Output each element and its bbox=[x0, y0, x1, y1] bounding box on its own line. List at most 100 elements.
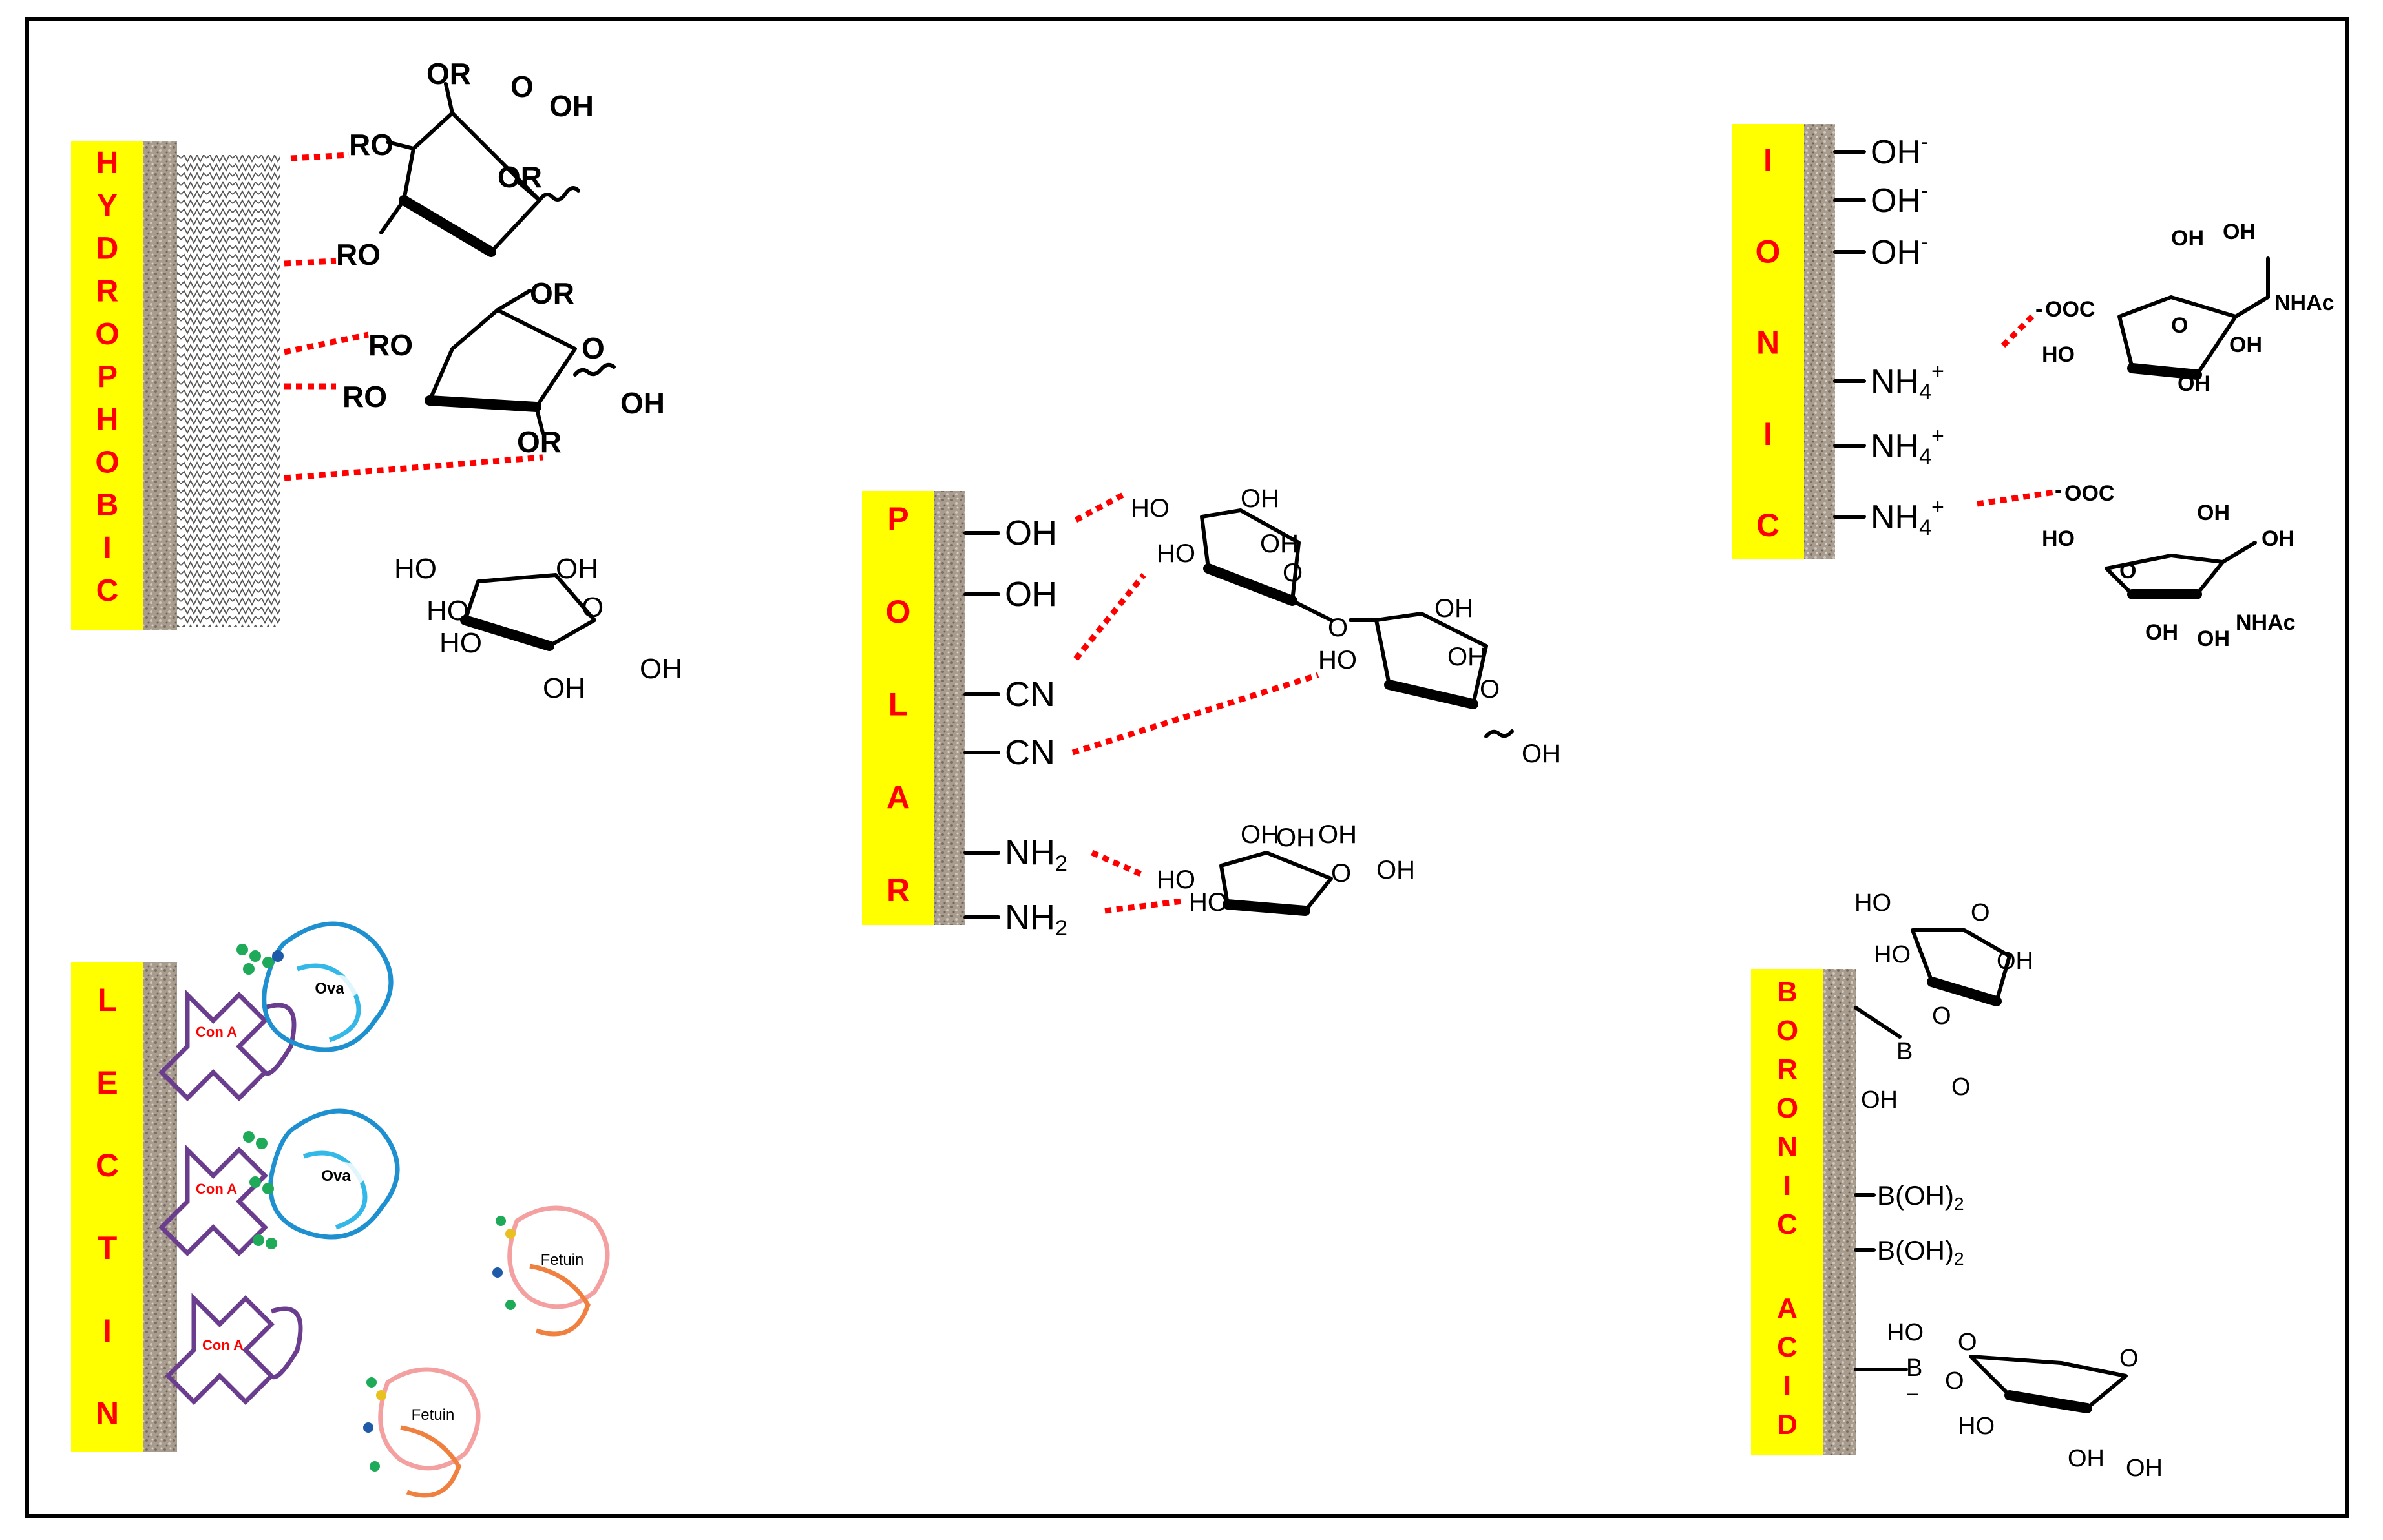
polar-letter: R bbox=[887, 872, 910, 908]
boronic-label-bar bbox=[1751, 969, 1823, 1455]
subscript-4: 4 bbox=[1919, 444, 1931, 469]
boronic-letter: O bbox=[1776, 1092, 1798, 1124]
label-oh: OH bbox=[1241, 820, 1279, 849]
lectin-letter: N bbox=[96, 1395, 119, 1431]
label-minus: − bbox=[1906, 1382, 1919, 1407]
label-oh: OH bbox=[2197, 627, 2230, 651]
polar-group: OH bbox=[1005, 575, 1057, 614]
label-oh: OH bbox=[620, 386, 665, 420]
hydrophobic-letter: R bbox=[96, 275, 119, 309]
boronic-acid-group: B(OH)2 bbox=[1877, 1235, 1964, 1269]
boronate-ester-bottom: HO B − O O O HO OH OH bbox=[1854, 1319, 2163, 1482]
ova-2: Ova bbox=[243, 1108, 400, 1249]
boronic-surface bbox=[1823, 969, 1856, 1455]
polar-letter: P bbox=[887, 501, 908, 537]
label-oh: OH bbox=[2197, 501, 2230, 525]
polar-group: NH2 bbox=[1005, 833, 1067, 876]
ionic-group: OH- bbox=[1871, 230, 1928, 271]
polar-group: CN bbox=[1005, 733, 1055, 772]
monosaccharide: OH OH OH HO O OH HO bbox=[1157, 820, 1415, 917]
polar-interaction-1 bbox=[1074, 492, 1126, 523]
hydrophobic-letter: I bbox=[103, 531, 111, 565]
ionic-group: NH4+ bbox=[1871, 424, 1944, 469]
hydrophobic-letter: P bbox=[97, 360, 118, 394]
sialic-acid-2: - OOC HO O OH OH NHAc OH OH bbox=[2042, 478, 2296, 651]
hydrophobic-letter: H bbox=[96, 146, 119, 180]
ionic-letter: N bbox=[1756, 325, 1779, 361]
ionic-letter: C bbox=[1756, 507, 1779, 543]
label-ring-o: O bbox=[582, 331, 605, 365]
label-oh: OH bbox=[1434, 594, 1473, 623]
label-ring-o: O bbox=[2119, 559, 2136, 583]
hydrophobic-interaction-3 bbox=[284, 331, 369, 355]
label-oh: OH bbox=[1376, 856, 1415, 884]
superscript-plus: + bbox=[1931, 359, 1944, 384]
label-oh: OH bbox=[556, 553, 598, 585]
hydrophobic-surface bbox=[143, 141, 177, 630]
hydrophobic-interaction-5 bbox=[284, 454, 543, 481]
label-oh: OH bbox=[1241, 484, 1279, 513]
ionic-group: NH4+ bbox=[1871, 359, 1944, 404]
label-ho: HO bbox=[426, 595, 469, 627]
disaccharide: HO OH HO OH O O OH HO OH O OH bbox=[1131, 484, 1560, 768]
label-or: OR bbox=[498, 160, 542, 194]
hydrophobic-interaction-1 bbox=[290, 152, 350, 161]
ionic-group: NH4+ bbox=[1871, 495, 1944, 540]
label-oh: OH bbox=[2126, 1455, 2163, 1482]
label-o: O bbox=[1932, 1003, 1951, 1030]
protected-sugar-2: OR O OH RO RO OR bbox=[342, 276, 665, 459]
ova-label: Ova bbox=[315, 980, 344, 997]
polar-interaction-5 bbox=[1104, 898, 1183, 914]
figure-frame bbox=[25, 17, 2349, 1518]
label-nhac: NHAc bbox=[2236, 610, 2296, 635]
label-oh: OH bbox=[1276, 824, 1315, 852]
label-ring-o: O bbox=[582, 592, 604, 623]
label-o: O bbox=[1945, 1368, 1964, 1395]
label-ho: HO bbox=[1131, 494, 1170, 523]
ionic-letter: O bbox=[1756, 233, 1781, 269]
label-oh: OH bbox=[1522, 740, 1560, 768]
label-or: OR bbox=[426, 57, 471, 90]
label-or: OR bbox=[517, 425, 562, 459]
subscript-2: 2 bbox=[1954, 1249, 1964, 1269]
superscript-minus: - bbox=[1921, 230, 1928, 255]
con-a-2: Con A bbox=[158, 1144, 268, 1256]
alkyl-chain-brush bbox=[177, 155, 280, 627]
hydrophobic-letter: Y bbox=[97, 189, 118, 223]
label-oh: OH bbox=[2229, 333, 2262, 357]
protected-sugar-1: OR O OH RO OR RO bbox=[336, 57, 594, 271]
hydrophobic-letter: O bbox=[95, 317, 119, 351]
subscript-2: 2 bbox=[1055, 916, 1067, 941]
label-ring-o: O bbox=[1331, 859, 1351, 888]
boronate-ester-top: HO HO O OH O B O OH bbox=[1854, 890, 2033, 1114]
polar-group: CN bbox=[1005, 675, 1055, 714]
fetuin-label: Fetuin bbox=[541, 1251, 584, 1269]
boronic-letter: C bbox=[1777, 1209, 1798, 1240]
label-ho: HO bbox=[1887, 1319, 1924, 1346]
label-oh: OH bbox=[2178, 371, 2210, 396]
polar-letter: L bbox=[888, 687, 908, 723]
glycan-cluster bbox=[236, 944, 284, 975]
label-oh: OH bbox=[1447, 643, 1486, 671]
label-ring-o: O bbox=[1283, 559, 1303, 587]
label-o: O bbox=[1958, 1329, 1977, 1356]
label-ho: HO bbox=[2042, 342, 2075, 367]
label-oh: OH bbox=[2068, 1445, 2105, 1472]
label-glycosidic-o: O bbox=[1328, 614, 1348, 642]
label-oh: OH bbox=[2262, 526, 2294, 551]
superscript-plus: + bbox=[1931, 424, 1944, 448]
hydrophobic-letter: O bbox=[95, 445, 119, 479]
lectin-letter: E bbox=[96, 1065, 118, 1101]
fetuin-label: Fetuin bbox=[412, 1406, 455, 1424]
label-oh: OH bbox=[549, 89, 594, 123]
label-ro: RO bbox=[349, 128, 394, 161]
label-ring-o: O bbox=[510, 70, 534, 103]
ionic-interaction-1 bbox=[2000, 311, 2038, 348]
con-a-label: Con A bbox=[202, 1337, 244, 1353]
ionic-letter: I bbox=[1763, 416, 1772, 452]
ova-label: Ova bbox=[321, 1167, 351, 1185]
superscript-minus: - bbox=[1921, 130, 1928, 154]
label-o: O bbox=[1951, 1074, 1971, 1101]
